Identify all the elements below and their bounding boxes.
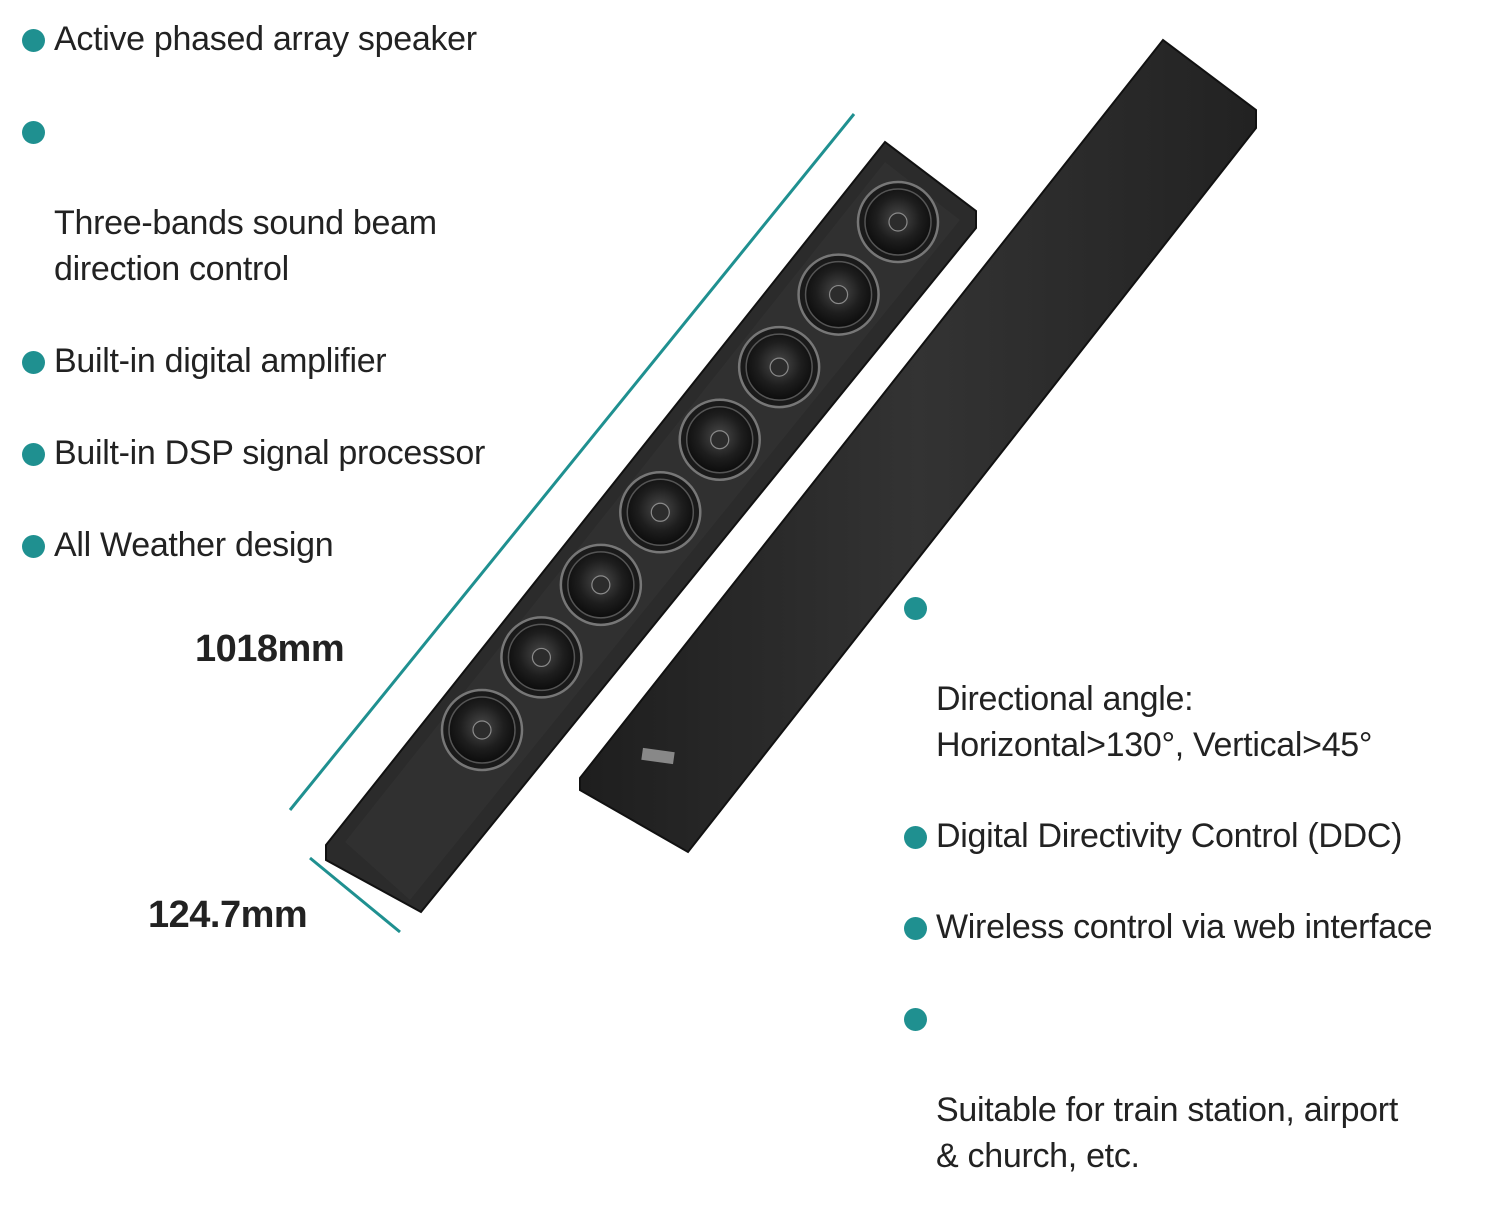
bullet-icon (22, 535, 45, 558)
feature-item: Built-in digital amplifier (22, 338, 582, 384)
speaker-driver (619, 471, 702, 554)
feature-item: Wireless control via web interface (904, 904, 1494, 950)
speaker-driver (500, 616, 583, 699)
feature-text: Suitable for train station, airport & ch… (936, 1091, 1398, 1175)
feature-item: All Weather design (22, 522, 582, 568)
speaker-driver (856, 180, 940, 264)
bullet-icon (22, 29, 45, 52)
feature-text: Directional angle: Horizontal>130°, Vert… (936, 680, 1373, 764)
features-list-left: Active phased array speaker Three-bands … (22, 16, 582, 614)
speaker-logo-badge (641, 747, 675, 765)
feature-text: Active phased array speaker (54, 20, 477, 58)
feature-item: Digital Directivity Control (DDC) (904, 813, 1494, 859)
feature-item: Three-bands sound beam direction control (22, 108, 582, 292)
speaker-driver (559, 543, 643, 627)
feature-text: Built-in DSP signal processor (54, 434, 485, 472)
speaker-back-grille (579, 38, 1257, 854)
features-list-right: Directional angle: Horizontal>130°, Vert… (904, 584, 1494, 1224)
height-dimension-line (288, 113, 856, 811)
speaker-driver (440, 688, 524, 772)
bullet-icon (904, 826, 927, 849)
bullet-icon (22, 121, 45, 144)
width-dimension-line (309, 856, 401, 934)
feature-item: Built-in DSP signal processor (22, 430, 582, 476)
feature-text: Three-bands sound beam direction control (54, 204, 437, 288)
height-dimension-label: 1018mm (195, 628, 345, 670)
bullet-icon (22, 351, 45, 374)
speaker-front (325, 140, 977, 914)
feature-text: All Weather design (54, 526, 334, 564)
bullet-icon (22, 443, 45, 466)
product-illustration (288, 38, 1257, 934)
feature-text: Digital Directivity Control (DDC) (936, 817, 1403, 855)
feature-item: Suitable for train station, airport & ch… (904, 995, 1494, 1179)
bullet-icon (904, 917, 927, 940)
bullet-icon (904, 1008, 927, 1031)
speaker-driver (737, 325, 821, 409)
speaker-driver (678, 398, 761, 481)
width-dimension-label: 124.7mm (148, 894, 308, 936)
feature-item: Directional angle: Horizontal>130°, Vert… (904, 584, 1494, 768)
speaker-driver (797, 253, 880, 336)
feature-text: Wireless control via web interface (936, 908, 1433, 946)
feature-item: Active phased array speaker (22, 16, 582, 62)
feature-text: Built-in digital amplifier (54, 342, 387, 380)
bullet-icon (904, 597, 927, 620)
